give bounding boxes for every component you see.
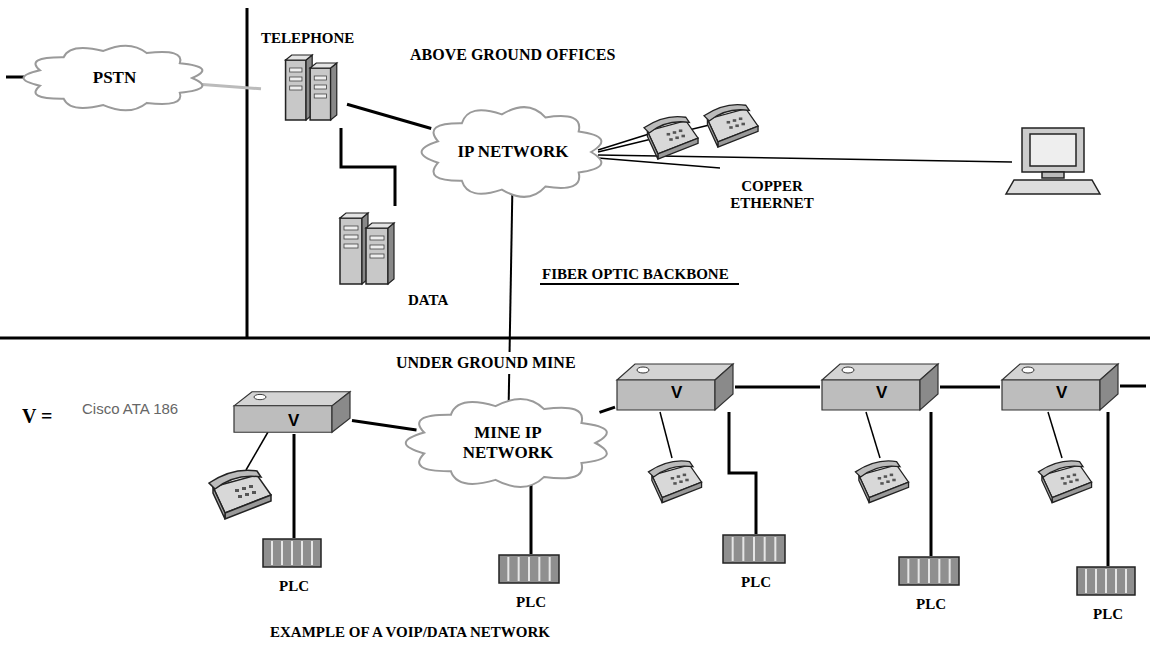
data-node: DATA bbox=[330, 206, 460, 314]
plc-label: PLC bbox=[262, 578, 326, 595]
ata-node: V bbox=[1000, 362, 1120, 412]
cloud-label: PSTN bbox=[93, 68, 136, 88]
plc-label: PLC bbox=[498, 594, 564, 611]
plc-node: PLC bbox=[1076, 566, 1140, 624]
text-label: COPPER ETHERNET bbox=[712, 178, 832, 212]
plc-node: PLC bbox=[262, 538, 326, 600]
ata-label: V bbox=[876, 384, 887, 401]
network-link bbox=[600, 407, 616, 412]
ata-label: V bbox=[1056, 384, 1067, 401]
network-link bbox=[347, 104, 431, 128]
plc-label: PLC bbox=[898, 596, 964, 613]
network-link bbox=[729, 412, 756, 534]
ata-node: V bbox=[615, 362, 735, 412]
network-link bbox=[196, 84, 261, 89]
cloud-node: PSTN bbox=[22, 42, 207, 114]
cloud-label: IP NETWORK bbox=[458, 142, 569, 162]
network-link bbox=[930, 412, 933, 556]
plc-symbol bbox=[722, 534, 786, 564]
network-link bbox=[352, 421, 417, 430]
ata-label: V bbox=[288, 412, 299, 429]
plc-symbol bbox=[262, 538, 322, 568]
text-label: Cisco ATA 186 bbox=[82, 400, 182, 417]
network-link bbox=[1107, 412, 1110, 566]
ata-node: V bbox=[232, 390, 352, 434]
ata-label: V bbox=[671, 384, 682, 401]
plc-node: PLC bbox=[498, 554, 564, 620]
text-label: UNDER GROUND MINE bbox=[392, 352, 580, 374]
network-link bbox=[530, 483, 533, 554]
plc-symbol bbox=[898, 556, 960, 586]
plc-label: PLC bbox=[1076, 606, 1140, 623]
plc-node: PLC bbox=[898, 556, 964, 616]
network-link bbox=[293, 434, 296, 538]
network-link bbox=[940, 386, 1000, 389]
cloud-node: IP NETWORK bbox=[420, 102, 606, 202]
plc-symbol bbox=[498, 554, 560, 584]
plc-symbol bbox=[1076, 566, 1136, 596]
ata-node: V bbox=[820, 362, 940, 412]
text-label: ABOVE GROUND OFFICES bbox=[410, 46, 615, 64]
network-link bbox=[341, 128, 395, 206]
plc-node: PLC bbox=[722, 534, 790, 600]
server-label: TELEPHONE bbox=[261, 30, 347, 47]
text-label: V = bbox=[22, 405, 52, 428]
cloud-node: MINE IP NETWORK bbox=[404, 394, 612, 492]
caption: EXAMPLE OF A VOIP/DATA NETWORK bbox=[270, 624, 550, 641]
network-link bbox=[735, 386, 820, 389]
cloud-label: MINE IP NETWORK bbox=[446, 423, 571, 464]
server-label: DATA bbox=[408, 292, 448, 309]
text-label: FIBER OPTIC BACKBONE bbox=[540, 266, 739, 285]
tel-node: TELEPHONE bbox=[261, 30, 347, 128]
plc-label: PLC bbox=[722, 574, 790, 591]
